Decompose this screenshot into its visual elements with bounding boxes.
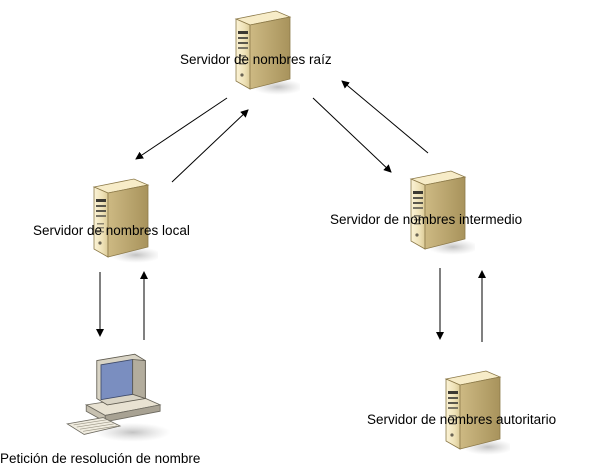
arrow-local-to-root bbox=[171, 109, 249, 183]
authoritative-server-label: Servidor de nombres autoritario bbox=[367, 412, 557, 427]
arrow-intermediate-to-root bbox=[341, 80, 429, 154]
arrow-root-to-local bbox=[135, 97, 228, 160]
arrow-root-to-intermediate bbox=[312, 97, 392, 173]
client-request-label: Petición de resolución de nombre bbox=[0, 451, 201, 466]
local-server-label: Servidor de nombres local bbox=[33, 223, 190, 238]
intermediate-server-label: Servidor de nombres intermedio bbox=[330, 212, 523, 227]
local-server-icon bbox=[93, 178, 158, 264]
arrows-group bbox=[96, 80, 486, 342]
root-server-label: Servidor de nombres raíz bbox=[180, 52, 332, 67]
client-computer-icon bbox=[66, 353, 172, 443]
